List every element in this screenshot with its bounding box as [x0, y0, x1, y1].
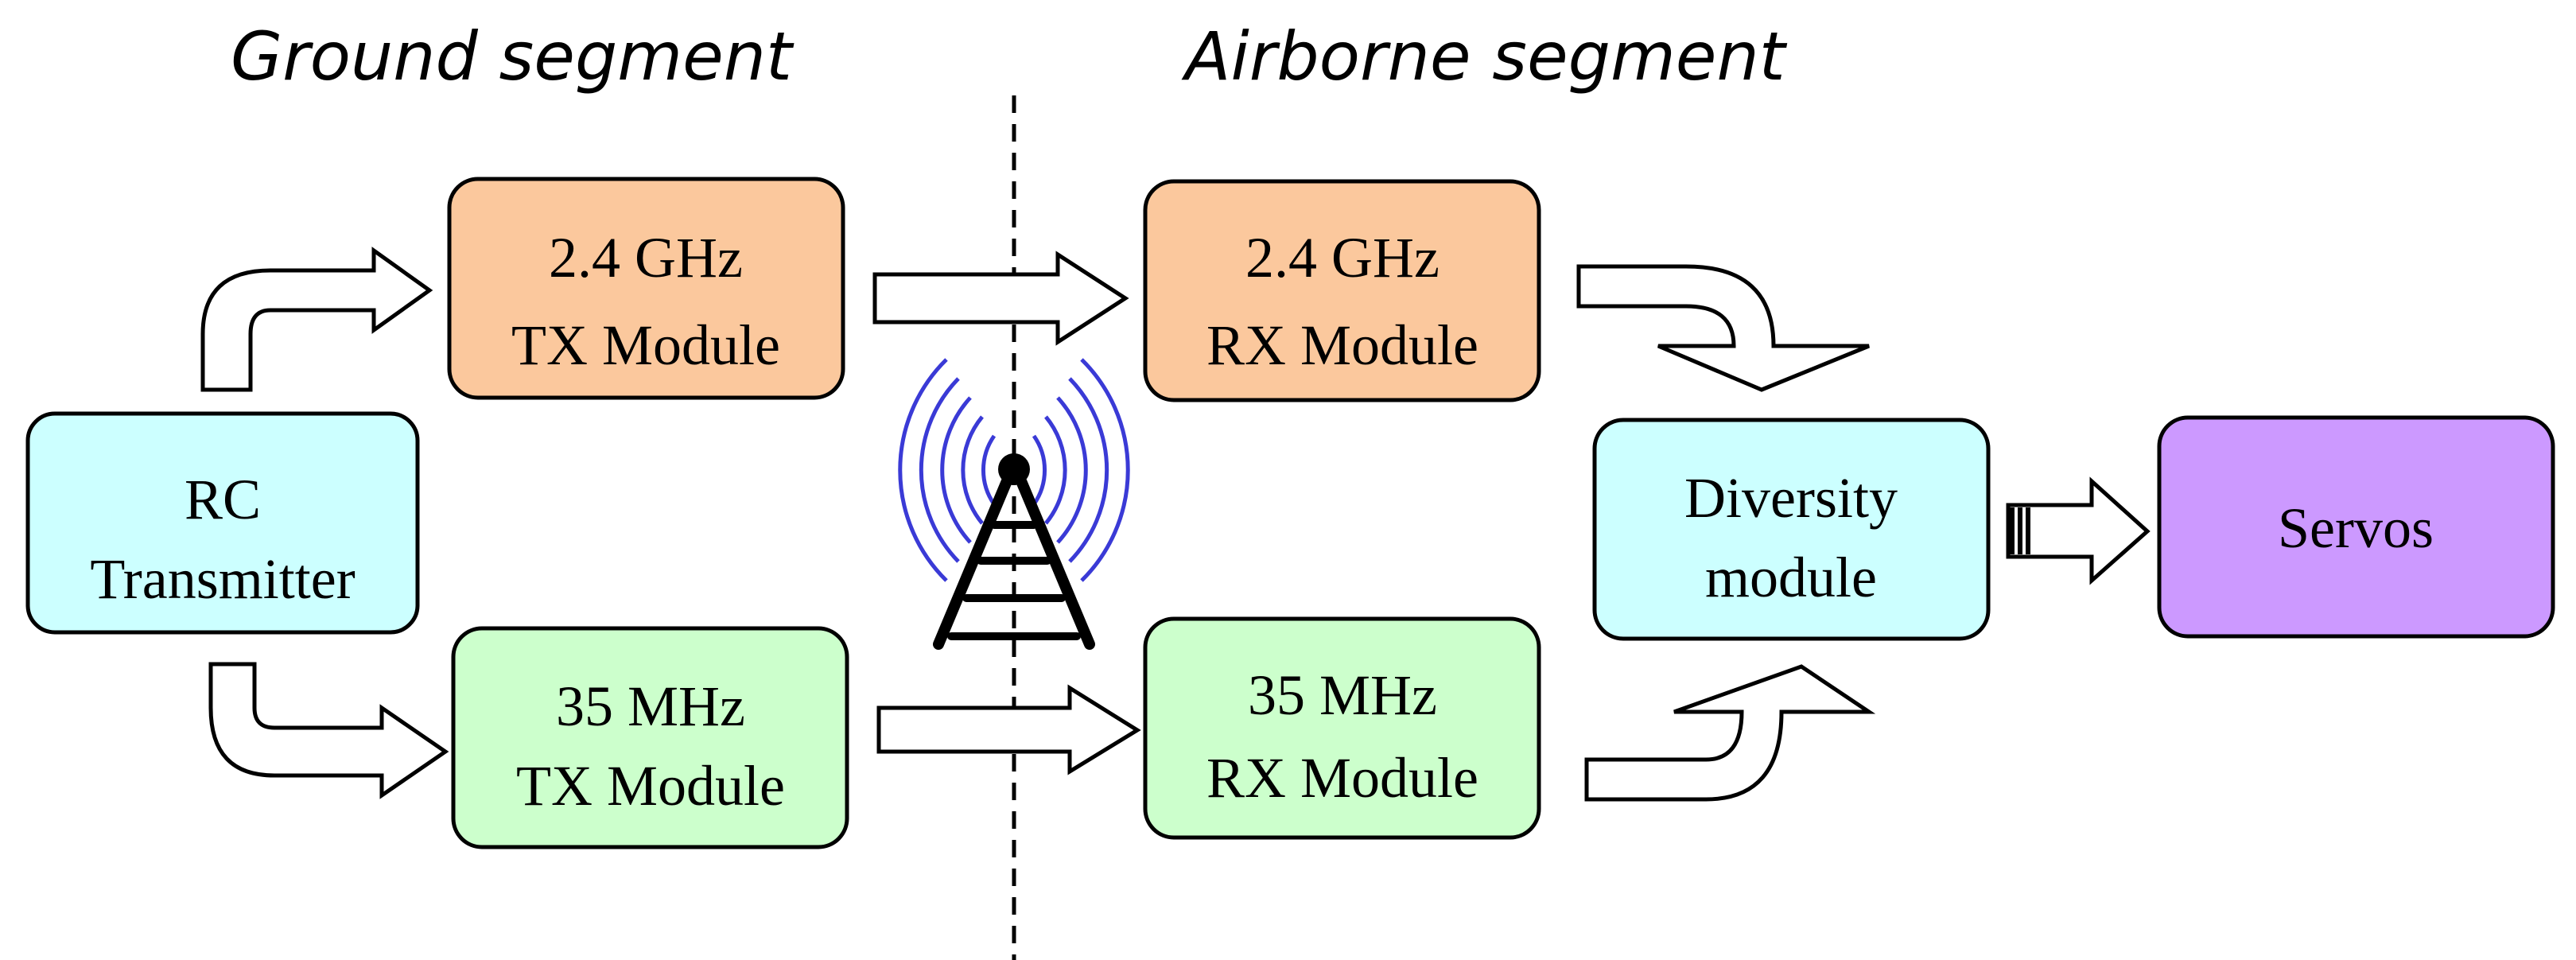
rc-transmitter-box: [25, 411, 420, 635]
tx-35mhz-box: [451, 626, 849, 849]
rx-35mhz-label-line1: 35 MHz: [1248, 663, 1437, 727]
rx-24ghz-label-line2: RX Module: [1206, 313, 1478, 377]
radio-waves-right: [1032, 358, 1130, 582]
arrow-rx24-to-diversity: [1576, 264, 1870, 392]
diversity-module-box: [1592, 418, 1991, 641]
diversity-module-label-line1: Diversity: [1684, 466, 1898, 530]
rx-35mhz-box: [1143, 616, 1541, 840]
rc-transmitter-label-line2: Transmitter: [90, 547, 355, 611]
arrow-rc-to-tx35: [208, 662, 449, 799]
rx-24ghz-label-line1: 2.4 GHz: [1245, 226, 1440, 290]
tx-24ghz-label-line1: 2.4 GHz: [549, 226, 743, 290]
arrow-diversity-to-servos: [2006, 476, 2151, 585]
airborne-segment-label: Airborne segment: [1181, 17, 1788, 95]
diversity-module-label-line2: module: [1705, 546, 1877, 609]
arrow-rx35-to-diversity: [1584, 664, 1876, 802]
rx-35mhz-block: 35 MHz RX Module: [1143, 616, 1541, 840]
rc-transmitter-label-line1: RC: [185, 468, 261, 531]
tx-35mhz-block: 35 MHz TX Module: [451, 626, 849, 849]
tx-35mhz-label-line1: 35 MHz: [556, 674, 745, 738]
rx-35mhz-label-line2: RX Module: [1206, 746, 1478, 810]
tower-tip: [998, 453, 1030, 485]
tx-24ghz-label-line2: TX Module: [511, 313, 780, 377]
tower-body: [933, 472, 1095, 650]
arrow-tx24-to-rx24: [872, 251, 1129, 346]
servos-box: [2157, 415, 2555, 639]
diversity-module-block: Diversity module: [1592, 418, 1991, 641]
tx-24ghz-box: [447, 177, 845, 400]
radio-tower-icon: [898, 358, 1130, 650]
servos-block: Servos: [2157, 415, 2555, 639]
servos-label: Servos: [2278, 496, 2434, 560]
tx-24ghz-block: 2.4 GHz TX Module: [447, 177, 845, 400]
radio-waves-left: [898, 358, 997, 582]
ground-segment-label: Ground segment: [231, 17, 795, 95]
rx-24ghz-box: [1143, 179, 1541, 402]
rc-transmitter-block: RC Transmitter: [25, 411, 420, 635]
arrow-rc-to-tx24: [200, 247, 433, 392]
rx-24ghz-block: 2.4 GHz RX Module: [1143, 179, 1541, 402]
tx-35mhz-label-line2: TX Module: [516, 754, 785, 818]
arrow-tx35-to-rx35: [876, 684, 1141, 775]
